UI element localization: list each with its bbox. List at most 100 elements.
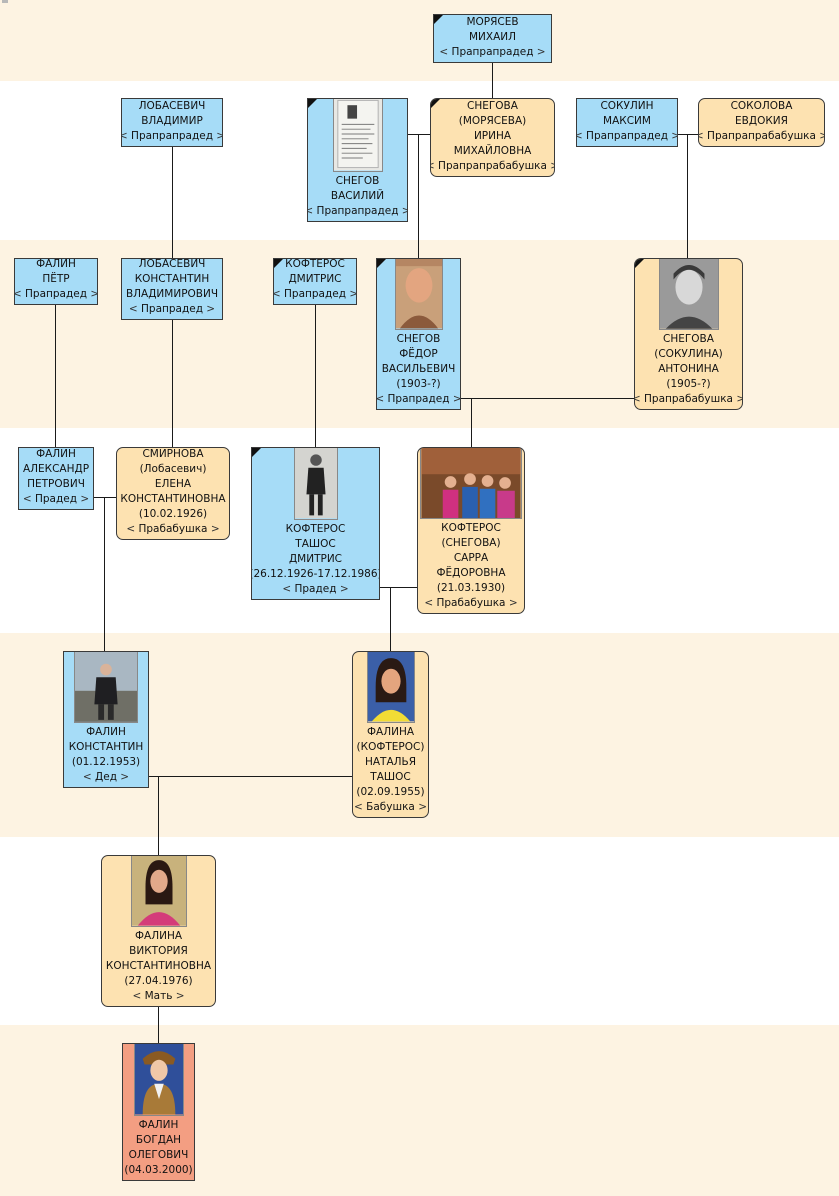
person-name-line: ЛОБАСЕВИЧ	[138, 258, 206, 270]
relation-left-arrow-icon: <	[308, 205, 317, 217]
person-relation[interactable]: < Прапрапрадед >	[122, 129, 222, 144]
relation-right-arrow-icon: >	[449, 393, 461, 405]
person-relation[interactable]: < Прапрапрабабушка >	[431, 159, 554, 174]
generation-band-1	[0, 0, 839, 81]
person-name-line: ЕЛЕНА	[154, 478, 192, 490]
relation-label: Прабабушка	[436, 597, 506, 609]
relation-label: Мать	[144, 990, 173, 1002]
relation-left-arrow-icon: <	[22, 493, 35, 505]
relation-left-arrow-icon: <	[439, 46, 452, 58]
relation-right-arrow-icon: >	[172, 990, 185, 1002]
person-name-line: (21.03.1930)	[436, 582, 506, 594]
person-name-line: ЕВДОКИЯ	[735, 115, 788, 127]
window-marker	[2, 0, 8, 3]
relation-right-arrow-icon: >	[547, 160, 554, 172]
person-card-kofteros-tashos[interactable]: КОФТЕРОС ТАШОС ДМИТРИС (26.12.1926-17.12…	[251, 447, 380, 600]
person-name-line: (Лобасевич)	[139, 463, 207, 475]
person-card-falina-natalja[interactable]: ФАЛИНА (КОФТЕРОС) НАТАЛЬЯ ТАШОС (02.09.1…	[352, 651, 429, 818]
person-relation[interactable]: < Дед >	[83, 770, 129, 785]
person-name-line: (10.02.1926)	[138, 508, 208, 520]
relation-label: Прапрабабушка	[644, 393, 733, 405]
person-card-morjasev-mikhail[interactable]: МОРЯСЕВ МИХАИЛ < Прапрапрадед >	[433, 14, 552, 63]
portrait-photo	[293, 448, 338, 520]
person-name-line: КОНСТАНТИН	[68, 741, 144, 753]
relation-left-arrow-icon: <	[635, 393, 644, 405]
deceased-marker-icon	[431, 99, 440, 108]
relation-label: Прапрапрадед	[316, 205, 399, 217]
person-name-line: СМИРНОВА	[142, 448, 204, 460]
person-name-line: СНЕГОВА	[663, 333, 714, 345]
person-relation[interactable]: < Прадед >	[23, 492, 89, 507]
person-relation[interactable]: < Прапрапрадед >	[308, 204, 407, 219]
relation-right-arrow-icon: >	[345, 288, 357, 300]
relation-right-arrow-icon: >	[336, 583, 349, 595]
person-relation[interactable]: < Прапрапрадед >	[439, 45, 545, 60]
relation-left-arrow-icon: <	[82, 771, 96, 783]
relation-right-arrow-icon: >	[668, 130, 677, 142]
person-card-sokolova-evdokija[interactable]: СОКОЛОВА ЕВДОКИЯ < Прапрапрабабушка >	[698, 98, 825, 147]
relation-label: Прапрадед	[284, 288, 346, 300]
person-name-line: СНЕГОВА	[467, 100, 518, 112]
relation-label: Прадед	[35, 493, 77, 505]
person-relation[interactable]: < Прапрадед >	[274, 287, 357, 302]
person-name-line: ВАСИЛИЙ	[330, 190, 385, 202]
person-card-falin-bogdan[interactable]: ФАЛИН БОГДАН ОЛЕГОВИЧ (04.03.2000)	[122, 1043, 195, 1181]
relation-label: Прапрапрадед	[586, 130, 668, 142]
person-name-line: КОФТЕРОС	[285, 523, 346, 535]
person-name-line: АЛЕКСАНДР	[22, 463, 90, 475]
person-name-line: (МОРЯСЕВА)	[458, 115, 527, 127]
deceased-marker-icon	[274, 259, 283, 268]
relation-left-arrow-icon: <	[132, 990, 145, 1002]
person-relation[interactable]: < Прадед >	[282, 582, 348, 597]
person-name-line: ВАСИЛЬЕВИЧ	[381, 363, 456, 375]
person-card-smirnova-elena[interactable]: СМИРНОВА (Лобасевич) ЕЛЕНА КОНСТАНТИНОВН…	[116, 447, 230, 540]
relation-left-arrow-icon: <	[424, 597, 437, 609]
deceased-marker-icon	[635, 259, 644, 268]
person-relation[interactable]: < Прапрадед >	[129, 302, 215, 317]
person-card-lobasevich-vladimir[interactable]: ЛОБАСЕВИЧ ВЛАДИМИР < Прапрапрадед >	[121, 98, 223, 147]
person-name-line: (1903-?)	[396, 378, 441, 390]
relation-right-arrow-icon: >	[213, 130, 222, 142]
person-name-line: (02.09.1955)	[356, 786, 425, 798]
portrait-photo	[394, 259, 443, 330]
relation-right-arrow-icon: >	[733, 393, 742, 405]
person-card-kofteros-dmitris[interactable]: КОФТЕРОС ДМИТРИС < Прапрадед >	[273, 258, 357, 305]
deceased-marker-icon	[434, 15, 443, 24]
person-relation[interactable]: < Мать >	[132, 989, 184, 1004]
relation-right-arrow-icon: >	[207, 523, 220, 535]
person-card-sokulin-maksim[interactable]: СОКУЛИН МАКСИМ < Прапрапрадед >	[576, 98, 678, 147]
person-name-line: (27.04.1976)	[124, 975, 193, 987]
person-name-line: (СНЕГОВА)	[441, 537, 501, 549]
person-card-snegova-irina[interactable]: СНЕГОВА (МОРЯСЕВА) ИРИНА МИХАЙЛОВНА < Пр…	[430, 98, 555, 177]
relation-right-arrow-icon: >	[816, 130, 824, 142]
relation-label: Прабабушка	[138, 523, 208, 535]
person-relation[interactable]: < Бабушка >	[354, 800, 427, 815]
person-relation[interactable]: < Прапрапрадед >	[577, 129, 677, 144]
relation-right-arrow-icon: >	[116, 771, 130, 783]
person-relation[interactable]: < Прапрадед >	[377, 392, 461, 407]
person-card-falin-konstantin[interactable]: ФАЛИН КОНСТАНТИН (01.12.1953) < Дед >	[63, 651, 149, 788]
person-card-falin-aleksandr[interactable]: ФАЛИН АЛЕКСАНДР ПЕТРОВИЧ < Прадед >	[18, 447, 94, 510]
person-name-line: АНТОНИНА	[658, 363, 719, 375]
relation-left-arrow-icon: <	[14, 288, 26, 300]
person-card-lobasevich-konstantin[interactable]: ЛОБАСЕВИЧ КОНСТАНТИН ВЛАДИМИРОВИЧ < Прап…	[121, 258, 223, 320]
person-card-snegova-antonina[interactable]: СНЕГОВА (СОКУЛИНА) АНТОНИНА (1905-?) < П…	[634, 258, 743, 410]
person-relation[interactable]: < Прабабушка >	[424, 596, 517, 611]
person-card-falin-petr[interactable]: ФАЛИН ПЁТР < Прапрадед >	[14, 258, 98, 305]
relation-label: Прапрапрабабушка	[707, 130, 816, 142]
person-name-line: ПЕТРОВИЧ	[27, 478, 85, 490]
person-name-line: ФАЛИН	[86, 726, 126, 738]
person-relation[interactable]: < Прапрапрабабушка >	[699, 129, 824, 144]
relation-left-arrow-icon: <	[122, 130, 131, 142]
person-relation[interactable]: < Прапрабабушка >	[635, 392, 742, 407]
person-name-line: БОГДАН	[135, 1134, 182, 1146]
person-card-snegov-fedor[interactable]: СНЕГОВ ФЁДОР ВАСИЛЬЕВИЧ (1903-?) < Прапр…	[376, 258, 461, 410]
person-card-snegov-vasilij[interactable]: СНЕГОВ ВАСИЛИЙ < Прапрапрадед >	[307, 98, 408, 222]
person-relation[interactable]: < Прапрадед >	[14, 287, 97, 302]
relation-label: Прапрапрадед	[131, 130, 213, 142]
person-card-kofteros-sarra[interactable]: КОФТЕРОС (СНЕГОВА) САРРА ФЁДОРОВНА (21.0…	[417, 447, 525, 614]
person-card-falina-viktorija[interactable]: ФАЛИНА ВИКТОРИЯ КОНСТАНТИНОВНА (27.04.19…	[101, 855, 216, 1007]
person-name-line: ДМИТРИС	[288, 553, 343, 565]
person-relation[interactable]: < Прабабушка >	[126, 522, 219, 537]
relation-left-arrow-icon: <	[128, 303, 142, 315]
